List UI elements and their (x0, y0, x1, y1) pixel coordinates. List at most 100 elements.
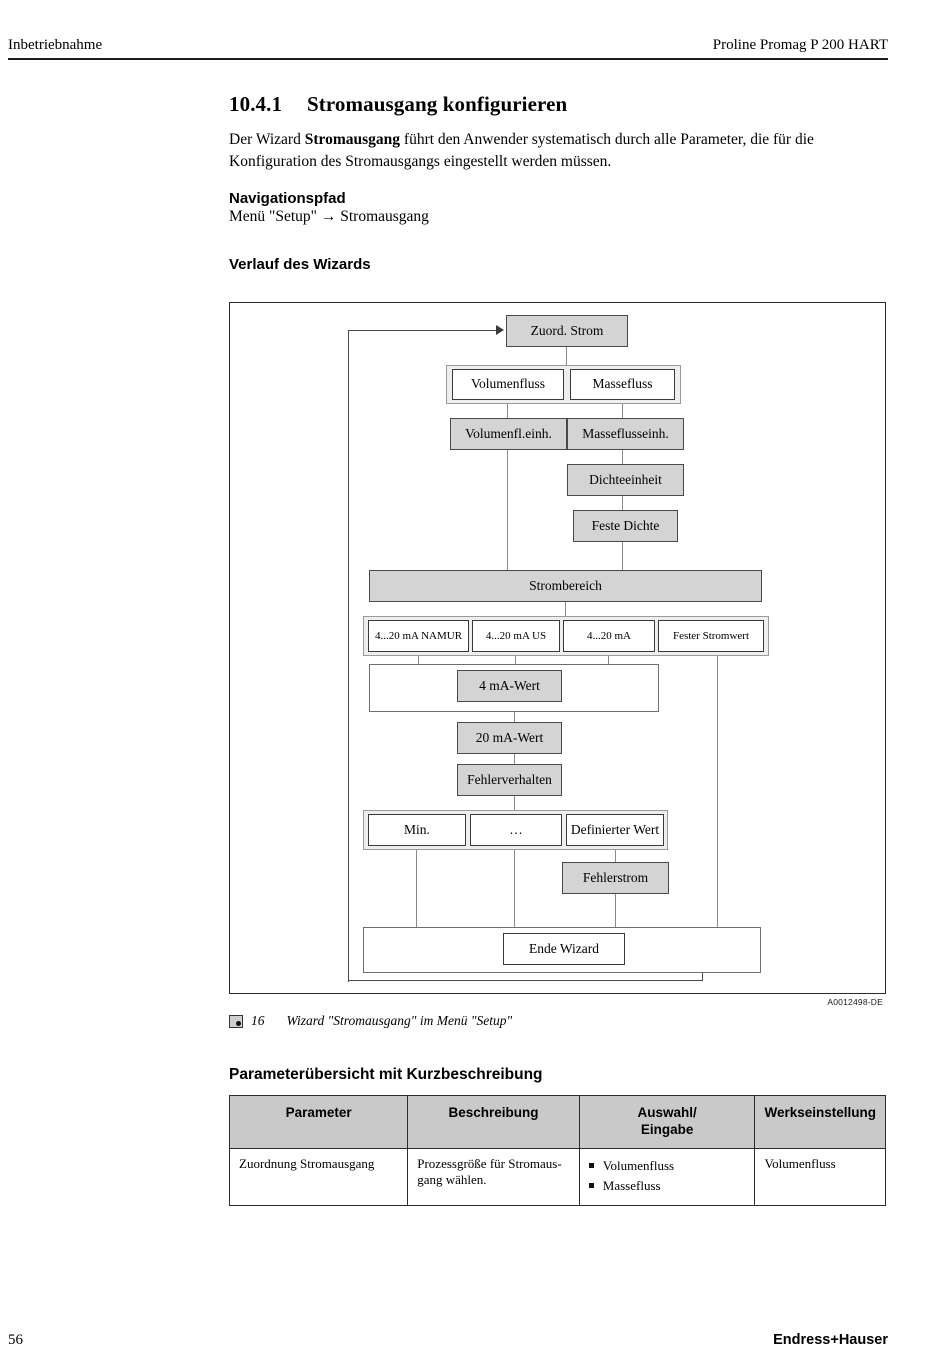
node-feste-dichte-label: Feste Dichte (591, 517, 660, 533)
node-volumenfluss[interactable]: Volumenfluss (452, 369, 564, 400)
connector-massefluss-down (622, 404, 624, 420)
node-massefluss-label: Massefluss (592, 376, 653, 392)
node-strombereich[interactable]: Strombereich (369, 570, 762, 602)
wizard-flow-heading: Verlauf des Wizards (229, 255, 371, 273)
feedback-loop-bottom-line (348, 980, 703, 982)
page-number: 56 (8, 1332, 23, 1348)
node-option-4-20ma[interactable]: 4...20 mA (563, 620, 655, 652)
feedback-arrow-icon (496, 325, 504, 335)
node-massefluss[interactable]: Massefluss (570, 369, 675, 400)
navigation-path: Menü "Setup" → Stromausgang (229, 207, 429, 225)
node-option-4-20ma-namur-label: 4...20 mA NAMUR (374, 629, 463, 642)
cell-beschreibung: Prozessgröße für Stromaus­gang wählen. (407, 1148, 580, 1206)
connector-4ma-to-20ma (514, 712, 516, 724)
header-product-title: Proline Promag P 200 HART (712, 37, 888, 53)
connector-definierter-wert-down (615, 850, 617, 864)
node-option-fester-stromwert-label: Fester Stromwert (672, 629, 750, 642)
node-option-4-20ma-us-label: 4...20 mA US (485, 629, 547, 642)
node-ende-wizard[interactable]: Ende Wizard (503, 933, 625, 965)
intro-paragraph: Der Wizard Stromausgang führt den Anwend… (229, 129, 889, 174)
node-4ma-wert-label: 4 mA-Wert (479, 677, 540, 693)
figure-caption-number: 16 (251, 1013, 265, 1028)
intro-wizard-name: Stromausgang (304, 131, 401, 148)
table-row: Zuordnung Stromausgang Prozessgröße für … (228, 1148, 886, 1206)
column-header-parameter: Parameter (228, 1095, 409, 1149)
node-20ma-wert[interactable]: 20 mA-Wert (457, 722, 562, 754)
node-fehlerverhalten[interactable]: Fehlerverhalten (457, 764, 562, 796)
connector-fehlerstrom-to-ende (615, 894, 617, 929)
figure-caption: 16 Wizard "Stromausgang" im Menü "Setup" (229, 1013, 512, 1029)
node-zuord-strom-label: Zuord. Strom (530, 322, 604, 338)
feedback-loop-top-line (348, 330, 498, 332)
node-dichteeinheit-label: Dichteeinheit (589, 471, 662, 487)
intro-text-before: Der Wizard (229, 131, 305, 148)
node-option-4-20ma-us[interactable]: 4...20 mA US (472, 620, 560, 652)
company-name: Endress+Hauser (773, 1332, 888, 1348)
node-feste-dichte[interactable]: Feste Dichte (573, 510, 678, 542)
auswahl-option-list: Volumenfluss Massefluss (588, 1156, 746, 1196)
column-header-werkseinstellung: Werkseinstellung (754, 1095, 886, 1149)
connector-masseeinh-to-dichte (622, 450, 624, 466)
figure-caption-text: Wizard "Stromausgang" im Menü "Setup" (286, 1013, 513, 1028)
node-fehlerstrom[interactable]: Fehlerstrom (562, 862, 669, 894)
section-number: 10.4.1 (229, 92, 283, 116)
node-4ma-wert[interactable]: 4 mA-Wert (457, 670, 562, 702)
connector-strombereich-to-options (565, 602, 567, 618)
node-fehlerstrom-label: Fehlerstrom (582, 869, 649, 885)
node-volumenfl-einh[interactable]: Volumenfl.einh. (450, 418, 567, 450)
connector-fester-stromwert-bypass (717, 656, 719, 929)
node-strombereich-label: Strombereich (529, 577, 602, 593)
wizard-flow-figure: Zuord. Strom Volumenfluss Massefluss Vol… (229, 302, 886, 1007)
node-dichteeinheit[interactable]: Dichteeinheit (567, 464, 684, 496)
node-option-definierter-wert[interactable]: Definierter Wert (566, 814, 664, 846)
connector-us-down (515, 656, 517, 666)
intro-text-after: führt den Anwender systematisch durch al… (229, 131, 814, 171)
connector-volumenfluss-down (507, 404, 509, 420)
node-option-min-label: Min. (404, 821, 430, 837)
table-header-row: Parameter Beschreibung Auswahl/ Eingabe … (228, 1095, 886, 1149)
node-zuord-strom[interactable]: Zuord. Strom (506, 315, 628, 347)
column-header-auswahl-line2: Eingabe (640, 1121, 694, 1137)
connector-zuordstrom-to-group1 (566, 347, 568, 367)
connector-ellipsis-down (514, 850, 516, 929)
connector-min-down (416, 850, 418, 929)
connector-20ma-to-fehlerverhalten (514, 754, 516, 766)
node-option-ellipsis[interactable]: … (470, 814, 562, 846)
node-volumenfl-einh-label: Volumenfl.einh. (465, 425, 552, 441)
column-header-auswahl-line1: Auswahl/ (637, 1105, 697, 1120)
list-item: Massefluss (588, 1176, 746, 1196)
column-header-auswahl-eingabe: Auswahl/ Eingabe (578, 1095, 756, 1149)
node-volumenfluss-label: Volumenfluss (470, 376, 545, 392)
parameter-table-heading: Parameterübersicht mit Kurzbeschreibung (229, 1066, 543, 1083)
column-header-beschreibung: Beschreibung (407, 1095, 580, 1149)
node-fehlerverhalten-label: Fehlerverhalten (467, 771, 552, 787)
list-item: Volumenfluss (588, 1156, 746, 1176)
cell-werkseinstellung: Volumenfluss (754, 1148, 886, 1206)
content-column: 10.4.1 Stromausgang konfigurieren Der Wiz… (229, 92, 889, 295)
cell-auswahl: Volumenfluss Massefluss (578, 1148, 756, 1206)
figure-code: A0012498-DE (827, 997, 883, 1007)
connector-festedichte-to-strombereich (622, 542, 624, 572)
node-option-definierter-wert-label: Definierter Wert (570, 821, 660, 837)
feedback-loop-vertical-line (348, 330, 350, 982)
navigation-heading: Navigationspfad (229, 189, 346, 207)
cell-parameter: Zuordnung Stromausgang (228, 1148, 409, 1206)
node-ende-wizard-label: Ende Wizard (528, 940, 600, 956)
node-option-ellipsis-label: … (509, 821, 523, 837)
flow-diagram: Zuord. Strom Volumenfluss Massefluss Vol… (230, 303, 885, 993)
parameter-table: Parameter Beschreibung Auswahl/ Eingabe … (228, 1095, 886, 1206)
connector-fehlerverhalten-to-options (514, 796, 516, 812)
node-masseflusseinh[interactable]: Masseflusseinh. (567, 418, 684, 450)
node-option-4-20ma-namur[interactable]: 4...20 mA NAMUR (368, 620, 469, 652)
node-option-min[interactable]: Min. (368, 814, 466, 846)
connector-volumeneinh-to-strombereich (507, 450, 509, 572)
connector-namur-down (418, 656, 420, 666)
page-title: 10.4.1 Stromausgang konfigurieren (229, 92, 889, 117)
node-option-fester-stromwert[interactable]: Fester Stromwert (658, 620, 764, 652)
section-title-text: Stromausgang konfigurieren (307, 92, 568, 116)
connector-dichte-to-festedichte (622, 496, 624, 512)
page-header: Inbetriebnahme Proline Promag P 200 HART (8, 30, 888, 60)
connector-4-20ma-down (608, 656, 610, 666)
node-masseflusseinh-label: Masseflusseinh. (582, 425, 669, 441)
figure-icon (229, 1014, 243, 1028)
